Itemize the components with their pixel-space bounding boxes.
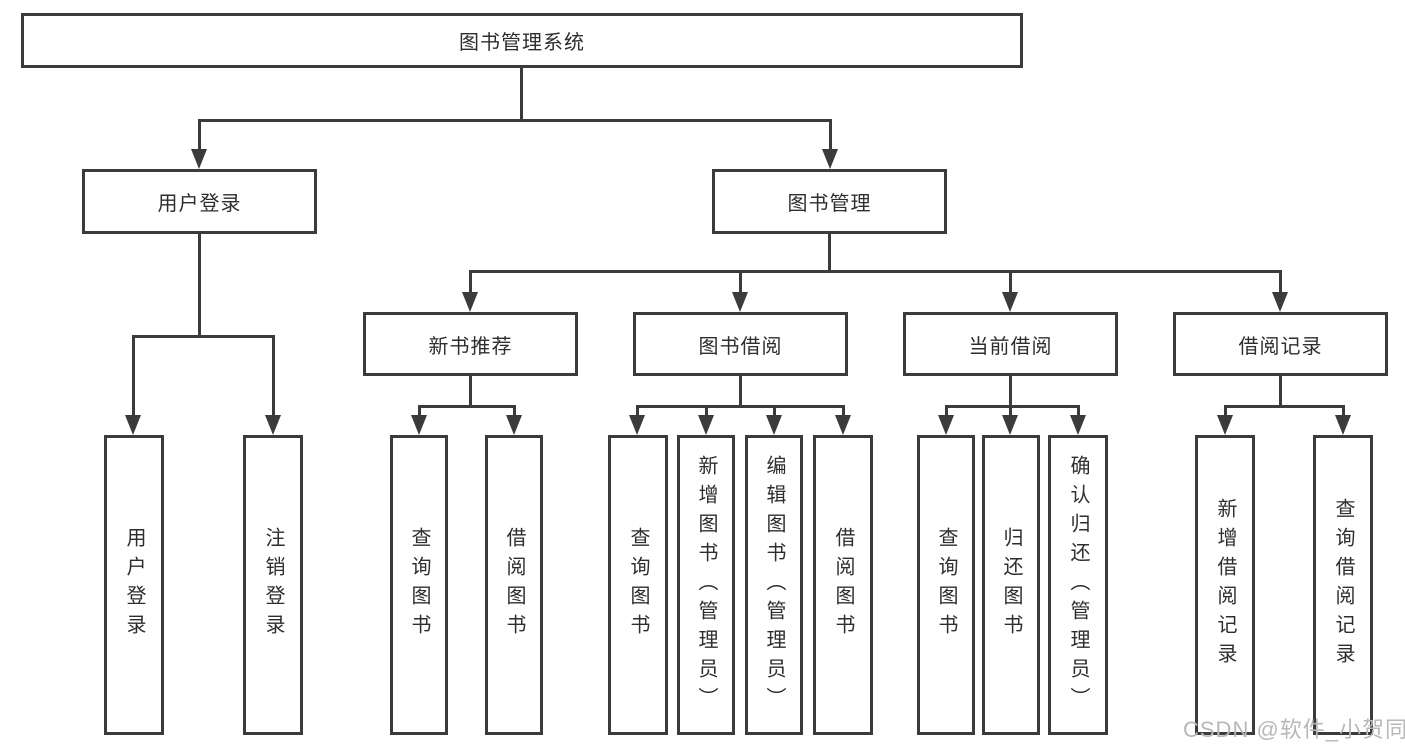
node-label: 用户登录 xyxy=(157,193,242,215)
node-book-management: 图书管理 xyxy=(712,169,947,234)
arrowhead-down-icon xyxy=(1002,415,1018,435)
node-label: 查询借阅记录 xyxy=(1332,498,1354,672)
leaf-return-books: 归还图书 xyxy=(982,435,1040,735)
connector-line xyxy=(469,374,472,407)
connector-line xyxy=(1009,374,1012,407)
connector-line xyxy=(1077,405,1080,419)
connector-line xyxy=(513,405,516,419)
connector-line xyxy=(198,119,832,122)
arrowhead-down-icon xyxy=(1002,292,1018,312)
arrowhead-down-icon xyxy=(938,415,954,435)
leaf-user-login: 用户登录 xyxy=(104,435,164,735)
connector-line xyxy=(828,232,831,273)
leaf-add-books-admin: 新增图书（管理员） xyxy=(677,435,735,735)
node-label: 借阅图书 xyxy=(832,527,854,643)
node-new-book-recommend: 新书推荐 xyxy=(363,312,578,376)
connector-line xyxy=(1009,405,1012,419)
arrowhead-down-icon xyxy=(191,149,207,169)
node-label: 新书推荐 xyxy=(428,335,513,358)
arrowhead-down-icon xyxy=(411,415,427,435)
node-label: 归还图书 xyxy=(1000,527,1022,643)
leaf-borrow-books: 借阅图书 xyxy=(485,435,543,735)
leaf-query-books: 查询图书 xyxy=(390,435,448,735)
connector-line xyxy=(1224,405,1345,408)
arrowhead-down-icon xyxy=(506,415,522,435)
leaf-query-books: 查询图书 xyxy=(608,435,668,735)
connector-line xyxy=(705,405,708,419)
connector-line xyxy=(520,66,523,121)
node-book-borrow: 图书借阅 xyxy=(633,312,848,376)
connector-line xyxy=(842,405,845,419)
leaf-borrow-books: 借阅图书 xyxy=(813,435,873,735)
connector-line xyxy=(198,232,201,336)
node-current-borrow: 当前借阅 xyxy=(903,312,1118,376)
connector-line xyxy=(773,405,776,419)
arrowhead-down-icon xyxy=(835,415,851,435)
connector-line xyxy=(739,374,742,407)
connector-line xyxy=(469,270,472,295)
node-library-system: 图书管理系统 xyxy=(21,13,1023,68)
node-borrow-records: 借阅记录 xyxy=(1173,312,1388,376)
arrowhead-down-icon xyxy=(766,415,782,435)
node-user-login: 用户登录 xyxy=(82,169,317,234)
node-label: 查询图书 xyxy=(627,527,649,643)
connector-line xyxy=(418,405,421,419)
connector-line xyxy=(636,405,845,408)
connector-line xyxy=(469,270,1282,273)
connector-line xyxy=(1224,405,1227,419)
connector-line xyxy=(1009,270,1012,295)
arrowhead-down-icon xyxy=(1217,415,1233,435)
node-label: 新增图书（管理员） xyxy=(695,454,717,716)
arrowhead-down-icon xyxy=(629,415,645,435)
connector-line xyxy=(198,119,201,154)
node-label: 查询图书 xyxy=(935,527,957,643)
arrowhead-down-icon xyxy=(1272,292,1288,312)
connector-line xyxy=(132,335,275,338)
arrowhead-down-icon xyxy=(822,149,838,169)
leaf-query-borrow-record: 查询借阅记录 xyxy=(1313,435,1373,735)
csdn-watermark: CSDN @软件_小贺同学 xyxy=(1183,717,1405,742)
connector-line xyxy=(945,405,948,419)
connector-line xyxy=(945,405,1080,408)
node-label: 查询图书 xyxy=(408,527,430,643)
arrowhead-down-icon xyxy=(732,292,748,312)
node-label: 图书管理系统 xyxy=(459,32,585,54)
connector-line xyxy=(272,335,275,417)
leaf-edit-books-admin: 编辑图书（管理员） xyxy=(745,435,803,735)
node-label: 新增借阅记录 xyxy=(1214,498,1236,672)
node-label: 当前借阅 xyxy=(968,335,1053,358)
node-label: 注销登录 xyxy=(262,527,284,643)
arrowhead-down-icon xyxy=(698,415,714,435)
node-label: 用户登录 xyxy=(123,527,145,643)
node-label: 编辑图书（管理员） xyxy=(763,454,785,716)
connector-line xyxy=(132,335,135,417)
connector-line xyxy=(636,405,639,419)
node-label: 借阅图书 xyxy=(503,527,525,643)
node-label: 图书借阅 xyxy=(698,335,783,358)
leaf-query-books: 查询图书 xyxy=(917,435,975,735)
node-label: 借阅记录 xyxy=(1238,335,1323,358)
connector-line xyxy=(1279,270,1282,295)
leaf-logout: 注销登录 xyxy=(243,435,303,735)
arrowhead-down-icon xyxy=(1070,415,1086,435)
arrowhead-down-icon xyxy=(125,415,141,435)
arrowhead-down-icon xyxy=(462,292,478,312)
connector-line xyxy=(739,270,742,295)
arrowhead-down-icon xyxy=(265,415,281,435)
connector-line xyxy=(1279,374,1282,407)
arrowhead-down-icon xyxy=(1335,415,1351,435)
node-label: 确认归还（管理员） xyxy=(1067,454,1089,716)
connector-line xyxy=(829,119,832,154)
leaf-add-borrow-record: 新增借阅记录 xyxy=(1195,435,1255,735)
node-label: 图书管理 xyxy=(787,193,872,215)
leaf-confirm-return-admin: 确认归还（管理员） xyxy=(1048,435,1108,735)
connector-line xyxy=(418,405,516,408)
connector-line xyxy=(1342,405,1345,419)
